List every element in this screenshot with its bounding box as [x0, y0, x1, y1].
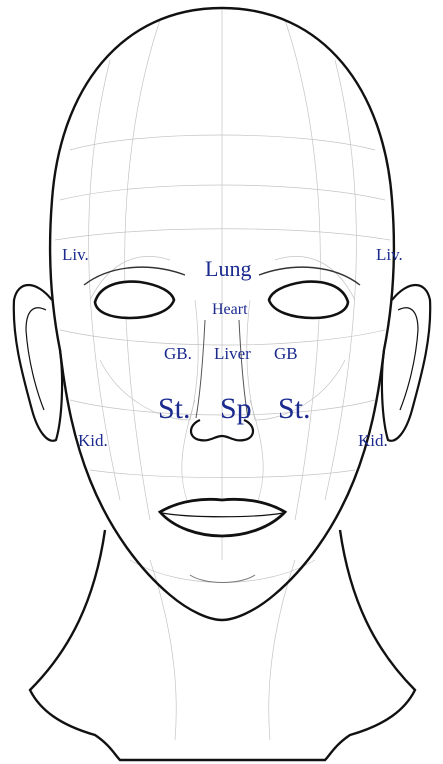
- left-eye: [95, 282, 174, 318]
- gallbladder-right-label: GB: [274, 345, 298, 362]
- lung-label: Lung: [205, 258, 251, 280]
- stomach-right-label: St.: [278, 394, 311, 424]
- right-ear: [382, 285, 430, 441]
- neck-outline: [30, 530, 415, 760]
- kidney-left-label: Kid.: [78, 432, 108, 449]
- mouth: [160, 499, 285, 536]
- liver-right-label: Liv.: [376, 246, 403, 263]
- liver-center-label: Liver: [214, 345, 251, 362]
- liver-left-label: Liv.: [62, 246, 89, 263]
- spleen-label: Sp: [220, 394, 252, 424]
- stomach-left-label: St.: [158, 394, 191, 424]
- kidney-right-label: Kid.: [358, 432, 388, 449]
- left-ear: [14, 285, 62, 441]
- right-eye: [269, 282, 348, 318]
- gallbladder-left-label: GB.: [164, 345, 192, 362]
- face-mesh-lines: [55, 8, 390, 740]
- heart-label: Heart: [212, 302, 248, 318]
